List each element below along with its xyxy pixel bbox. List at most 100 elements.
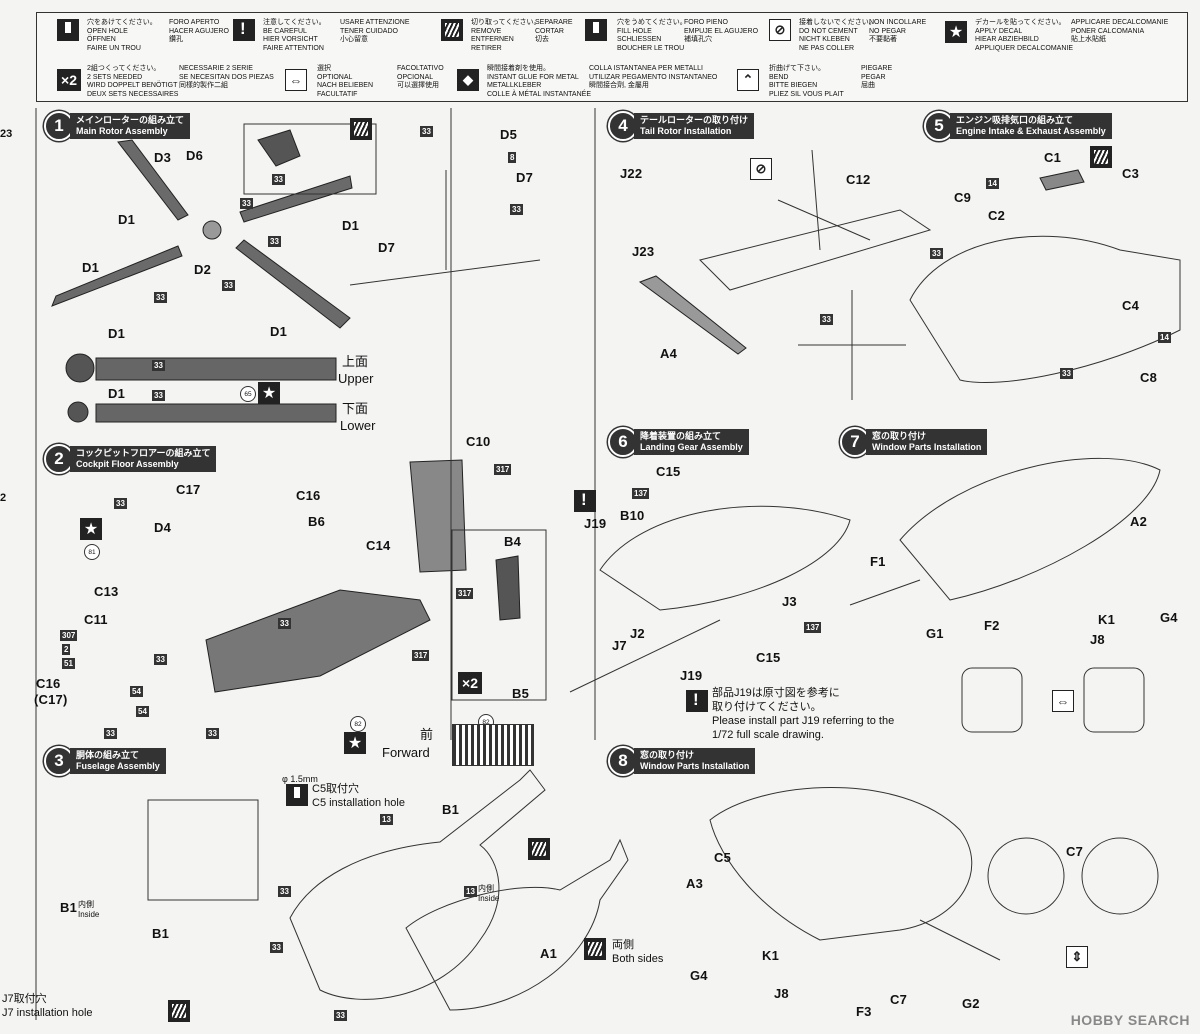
- optional-icon: ⇔: [1052, 690, 1074, 712]
- part-label: K1: [1098, 612, 1116, 627]
- legend-text: 2組つくってください。 2 SETS NEEDED WIRD DOPPELT B…: [87, 65, 179, 98]
- legend-text: 穴をうめてください。 FILL HOLE SCHLIESSEN BOUCHER …: [617, 19, 687, 52]
- legend-text: 接着しないでください。 DO NOT CEMENT NICHT KLEBEN N…: [799, 19, 876, 52]
- legend-text: FORO APERTO HACER AGUJERO 鑽孔: [169, 19, 229, 43]
- decal-number: 81: [84, 544, 100, 560]
- part-label: D2: [194, 262, 212, 277]
- lower-label-en: Lower: [340, 418, 376, 433]
- paint-tag: 33: [820, 314, 833, 325]
- part-label: A1: [540, 946, 558, 961]
- decal-icon: ★: [344, 732, 366, 754]
- part-label: C10: [466, 434, 491, 449]
- j19-note: 部品J19は原寸図を参考に 取り付けてください。 Please install …: [712, 687, 895, 741]
- part-label: G4: [690, 968, 708, 983]
- paint-tag: 137: [632, 488, 650, 499]
- legend-text: 注意してください。 BE CAREFUL HIER VORSICHT FAIRE…: [263, 19, 326, 52]
- part-label: C1: [1044, 150, 1062, 165]
- step-number: 5: [924, 111, 954, 141]
- step-4-header: 4 テールローターの取り付け Tail Rotor Installation: [608, 111, 755, 141]
- no-glue-icon: ⊘: [750, 158, 772, 180]
- part-label: B10: [620, 508, 645, 523]
- part-label: D4: [154, 520, 172, 535]
- legend-text: FACOLTATIVO OPCIONAL 可以選擇使用: [397, 65, 444, 89]
- x2-icon: ×2: [57, 69, 81, 91]
- part-label: J8: [1090, 632, 1105, 647]
- part-label: C7: [890, 992, 908, 1007]
- paint-tag: 33: [272, 174, 285, 185]
- part-label: D1: [82, 260, 100, 275]
- paint-tag: 33: [154, 292, 167, 303]
- part-label: C8: [1140, 370, 1158, 385]
- paint-tag: 13: [464, 886, 477, 897]
- step-title: メインローターの組み立て Main Rotor Assembly: [70, 113, 191, 139]
- step-title: 窓の取り付け Window Parts Installation: [866, 429, 988, 455]
- part-label: B5: [512, 686, 530, 701]
- cut-icon: [441, 19, 463, 41]
- part-label: D5: [500, 127, 518, 142]
- paint-tag: 33: [930, 248, 943, 259]
- paint-tag: 33: [206, 728, 219, 739]
- part-label: D1: [270, 324, 288, 339]
- part-label: C16: [296, 488, 321, 503]
- paint-tag: 33: [278, 886, 291, 897]
- part-label: G4: [1160, 610, 1178, 625]
- paint-tag: 13: [380, 814, 393, 825]
- fill-icon: [585, 19, 607, 41]
- cement-icon: [528, 838, 550, 860]
- legend-text: 折曲げて下さい。 BEND BITTE BIEGEN PLIEZ SIL VOU…: [769, 65, 844, 98]
- legend-text: PIEGARE PEGAR 屈曲: [861, 65, 893, 89]
- part-label: C7: [1066, 844, 1084, 859]
- paint-tag: 33: [114, 498, 127, 509]
- part-label: G2: [962, 996, 980, 1011]
- paint-tag: 54: [136, 706, 149, 717]
- paint-tag: 317: [456, 588, 474, 599]
- cement-icon: [350, 118, 372, 140]
- part-label: A4: [660, 346, 678, 361]
- part-label: D7: [516, 170, 534, 185]
- paint-tag: 33: [222, 280, 235, 291]
- part-label: C14: [366, 538, 391, 553]
- part-label: J22: [620, 166, 643, 181]
- caution-icon: [233, 19, 255, 41]
- bend-icon: ⌃: [737, 69, 759, 91]
- paint-tag: 54: [130, 686, 143, 697]
- part-label: J23: [632, 244, 655, 259]
- part-label: J19: [584, 516, 607, 531]
- decal-icon: ★: [258, 382, 280, 404]
- c5-hole-en: C5 installation hole: [312, 797, 405, 809]
- inside-ja: 内側: [78, 900, 94, 909]
- part-label: B1: [60, 900, 78, 915]
- paint-tag: 33: [152, 390, 165, 401]
- watermark: HOBBY SEARCH: [1070, 1012, 1190, 1028]
- part-label: F3: [856, 1004, 872, 1019]
- upper-label-ja: 上面: [342, 354, 369, 369]
- paint-tag: 51: [62, 658, 75, 669]
- cement-icon: [168, 1000, 190, 1022]
- paint-tag: 33: [104, 728, 117, 739]
- caution-icon: [686, 690, 708, 712]
- part-label: K1: [762, 948, 780, 963]
- caution-icon: [574, 490, 596, 512]
- paint-tag: 317: [494, 464, 512, 475]
- part-label: J7: [612, 638, 627, 653]
- part-label: C15: [656, 464, 681, 479]
- part-label: C4: [1122, 298, 1140, 313]
- both-sides-en: Both sides: [612, 953, 664, 965]
- paint-tag: 33: [270, 942, 283, 953]
- optional-icon: ⇕: [1066, 946, 1088, 968]
- legend-text: 瞬間接着剤を使用。 INSTANT GLUE FOR METAL METALLK…: [487, 65, 591, 98]
- legend-text: COLLA ISTANTANEA PER METALLI UTILIZAR PE…: [589, 65, 718, 89]
- paint-tag: 33: [510, 204, 523, 215]
- paint-tag: 8: [508, 152, 517, 163]
- edge-number: 2: [0, 492, 7, 504]
- paint-tag: 33: [240, 198, 253, 209]
- part-label: B4: [504, 534, 522, 549]
- part-label: G1: [926, 626, 944, 641]
- part-label: C13: [94, 584, 119, 599]
- step-3-header: 3 胴体の組み立て Fuselage Assembly: [44, 746, 166, 776]
- forward-ja: 前: [420, 727, 434, 742]
- inside-en: Inside: [478, 894, 500, 903]
- decal-icon: ★: [80, 518, 102, 540]
- step-title: 窓の取り付け Window Parts Installation: [634, 748, 756, 774]
- paint-tag: 307: [60, 630, 78, 641]
